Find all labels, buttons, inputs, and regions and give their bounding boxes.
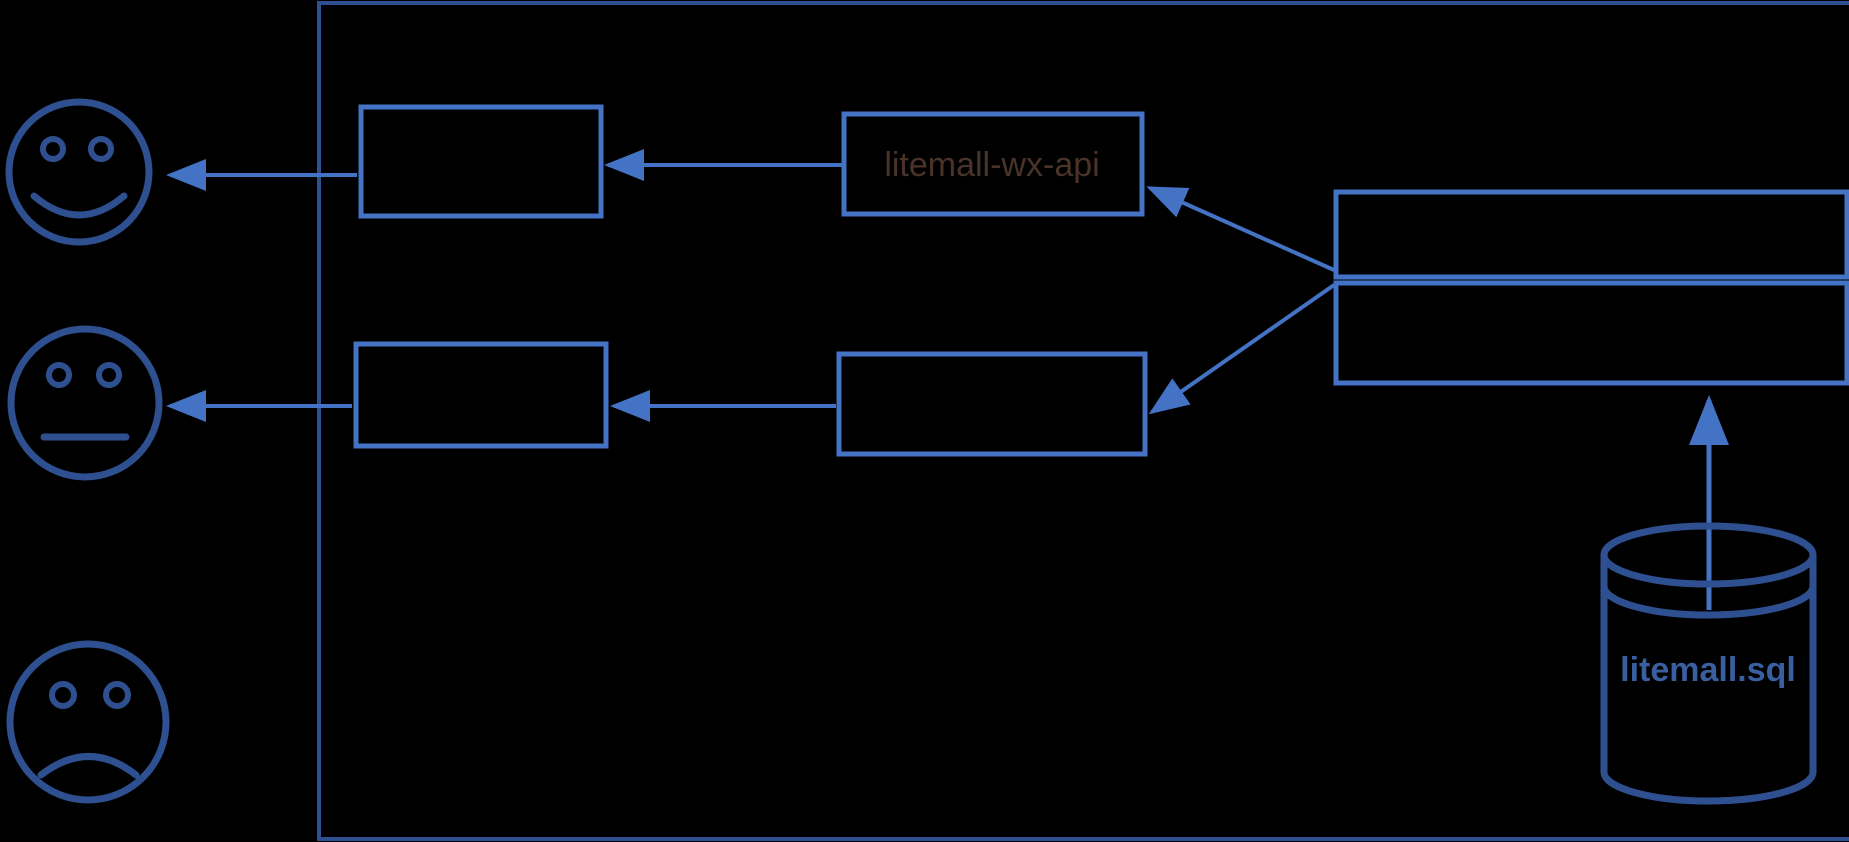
happy-face-icon (5, 98, 153, 246)
box-core-bottom[interactable] (1333, 280, 1849, 386)
box-client-top[interactable] (358, 104, 604, 219)
database-label: litemall.sql (1620, 651, 1796, 689)
arrow-box-core-to-box-api-bottom (1148, 283, 1336, 415)
database-cylinder-icon[interactable] (1600, 522, 1817, 805)
neutral-face-icon (7, 325, 163, 481)
box-api-wx[interactable] (841, 111, 1145, 217)
box-api-bottom[interactable] (836, 351, 1148, 457)
system-boundary (317, 1, 1849, 841)
sad-face-icon (6, 640, 170, 804)
box-api-wx-label: litemall-wx-api (884, 146, 1099, 184)
box-core-top[interactable] (1333, 189, 1849, 280)
box-client-bottom[interactable] (353, 341, 609, 449)
arrow-box-core-to-box-api-wx (1146, 186, 1335, 272)
